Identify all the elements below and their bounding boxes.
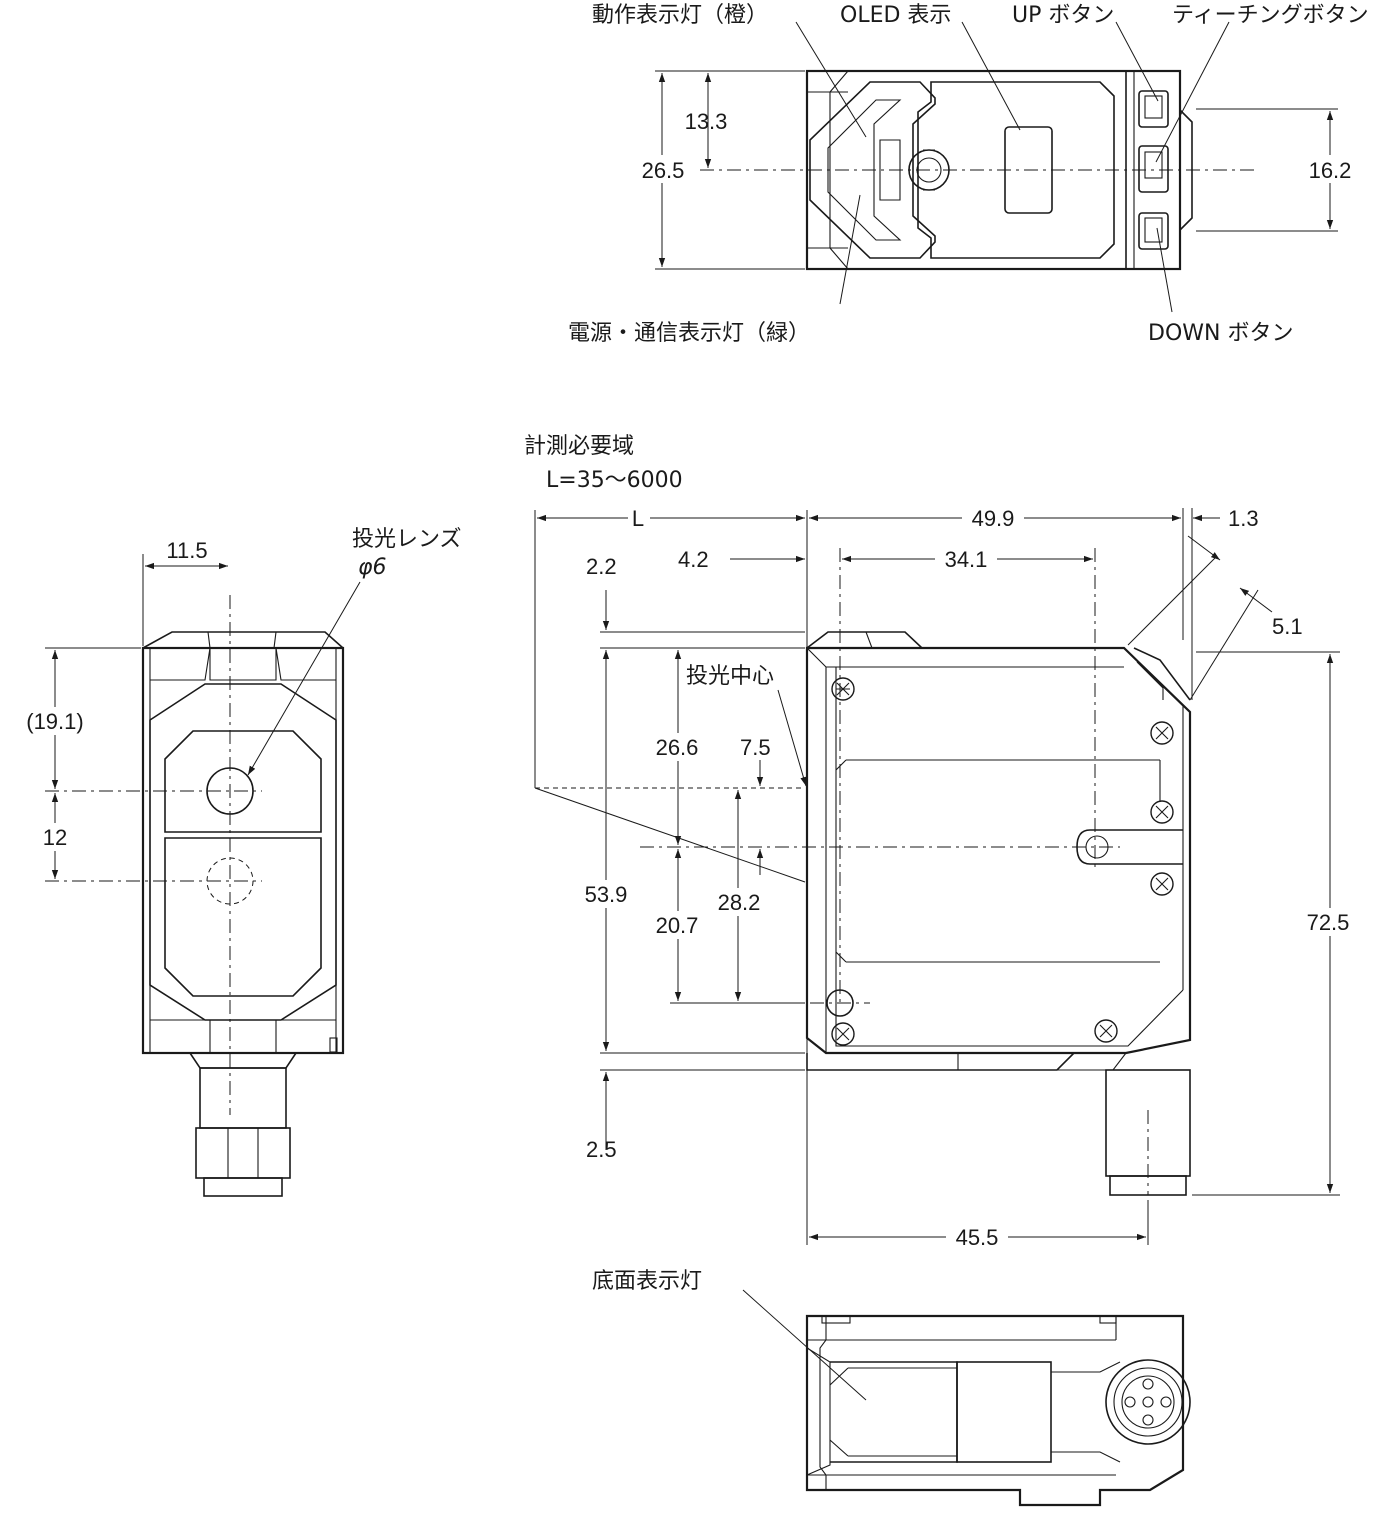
label-lens: 投光レンズ — [352, 527, 462, 552]
screw-6 — [1094, 1019, 1118, 1043]
dim-12: 12 — [43, 825, 67, 850]
screw-3 — [1150, 800, 1174, 824]
dim-19-1: (19.1) — [26, 709, 83, 734]
label-lens-dia: φ6 — [358, 555, 387, 580]
dim-L: L — [632, 506, 644, 531]
emit-lens-window — [164, 730, 322, 833]
front-view: 11.5 (19.1) 12 投光レンズ φ6 — [12, 527, 462, 1197]
dim-7-5: 7.5 — [740, 735, 771, 760]
dim-53-9: 53.9 — [585, 882, 628, 907]
top-view: 13.3 26.5 16.2 動作表示灯（橙） OLED 表示 UP ボタン テ… — [568, 3, 1369, 346]
bottom-view: 底面表示灯 — [592, 1269, 1191, 1507]
dim-49-9: 49.9 — [972, 506, 1015, 531]
screw-1 — [831, 677, 855, 701]
teach-button — [1138, 145, 1169, 193]
down-button — [1138, 212, 1169, 250]
label-oled: OLED 表示 — [840, 3, 951, 28]
screw-2 — [1150, 721, 1174, 745]
dim-11-5: 11.5 — [166, 538, 207, 563]
dim-4-2: 4.2 — [678, 547, 709, 572]
dim-2-5: 2.5 — [586, 1137, 617, 1162]
side-view-body — [805, 646, 1192, 1055]
dim-16-2: 16.2 — [1309, 158, 1352, 183]
label-teach-button: ティーチングボタン — [1172, 3, 1369, 28]
connector-body — [199, 1067, 287, 1129]
label-up-button: UP ボタン — [1012, 3, 1114, 28]
dim-26-6: 26.6 — [656, 735, 699, 760]
dim-20-7: 20.7 — [656, 913, 699, 938]
screw-5 — [831, 1022, 855, 1046]
label-op-indicator: 動作表示灯（橙） — [592, 3, 768, 28]
front-view-body — [141, 646, 345, 1055]
label-bottom-indicator: 底面表示灯 — [592, 1269, 702, 1294]
screw-4 — [1150, 872, 1174, 896]
side-view: 計測必要域 L=35～6000 L 49.9 1.3 4.2 34.1 5.1 … — [524, 434, 1360, 1250]
connector-face — [1105, 1359, 1191, 1445]
dim-1-3: 1.3 — [1228, 506, 1259, 531]
dim-28-2: 28.2 — [718, 890, 761, 915]
receive-lens-window — [164, 837, 322, 997]
label-area-range: L=35～6000 — [546, 468, 683, 493]
dim-72-5: 72.5 — [1307, 910, 1350, 935]
label-emit-center: 投光中心 — [686, 664, 774, 689]
dim-2-2: 2.2 — [586, 554, 617, 579]
label-area-title: 計測必要域 — [524, 434, 634, 459]
connector-nut — [195, 1127, 291, 1179]
dim-45-5: 45.5 — [956, 1225, 999, 1250]
dim-13-3: 13.3 — [685, 109, 728, 134]
dim-5-1: 5.1 — [1272, 614, 1303, 639]
dim-34-1: 34.1 — [945, 547, 988, 572]
label-power-indicator: 電源・通信表示灯（緑） — [568, 321, 810, 346]
up-button — [1138, 90, 1169, 128]
dim-26-5: 26.5 — [642, 158, 685, 183]
label-down-button: DOWN ボタン — [1148, 321, 1293, 346]
bottom-view-body — [805, 1314, 1185, 1507]
